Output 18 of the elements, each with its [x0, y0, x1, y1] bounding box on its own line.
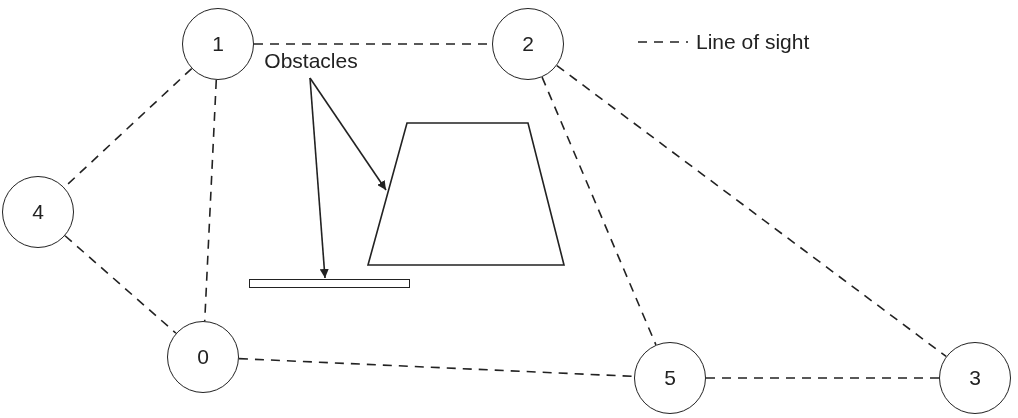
obstacle-trapezoid: [366, 121, 566, 267]
node-number: 1: [212, 32, 224, 56]
node-number: 3: [969, 366, 981, 390]
line-of-sight-link: [64, 234, 177, 335]
line-of-sight-link: [705, 377, 940, 379]
line-of-sight-link: [556, 64, 947, 358]
leader-arrow: [309, 77, 329, 279]
node-number: 5: [664, 366, 676, 390]
node-number: 0: [197, 345, 209, 369]
legend-label: Line of sight: [696, 30, 810, 54]
line-of-sight-link: [238, 357, 635, 378]
line-of-sight-link: [541, 76, 657, 346]
line-of-sight-link: [203, 79, 218, 322]
annotation-label: Obstacles: [240, 46, 382, 76]
leader-arrow: [309, 77, 387, 191]
node-number: 2: [522, 32, 534, 56]
node-number: 4: [32, 200, 44, 224]
obstacle-bar: [249, 279, 410, 288]
